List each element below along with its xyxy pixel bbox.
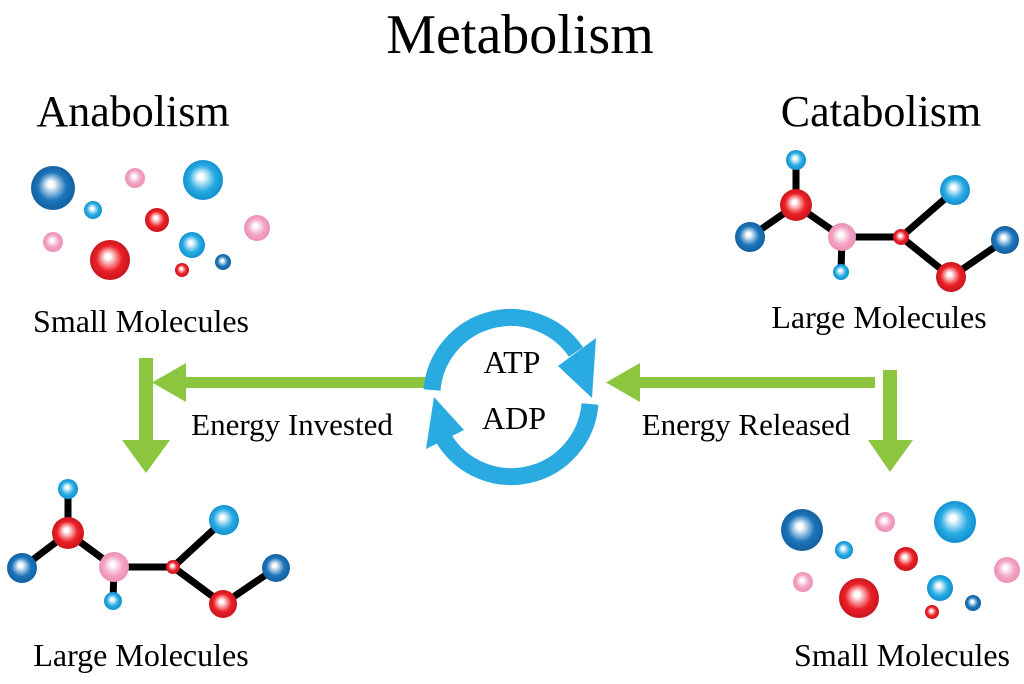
atp-label: ATP [483,344,541,380]
catabolism-end-label: Small Molecules [794,637,1010,673]
red-molecule-sphere [894,547,918,571]
cycle-arc-bottom [436,403,599,486]
cyan-molecule-sphere [84,201,102,219]
anabolism-heading: Anabolism [36,87,230,136]
energy-arrows [122,358,913,473]
red-molecule-sphere [936,262,966,292]
red-molecule-sphere [780,189,812,221]
diagram-title: Metabolism [386,4,654,66]
blue-molecule-sphere [781,509,823,551]
red-molecule-sphere [925,605,939,619]
energy-released-label: Energy Released [641,407,851,442]
energy-invested-label: Energy Invested [191,407,393,442]
anabolism-start-label: Small Molecules [33,303,249,339]
pink-molecule-sphere [793,572,813,592]
cycle-arc-top [423,309,584,391]
cycle-arrowhead-right [558,338,596,398]
red-molecule-sphere [145,208,169,232]
red-molecule-sphere [893,229,909,245]
cyan-molecule-sphere [835,541,853,559]
cyan-molecule-sphere [104,592,122,610]
blue-molecule-sphere [991,226,1019,254]
cyan-molecule-sphere [58,479,78,499]
energy-invested-arrow [152,363,433,402]
catabolism-start-label: Large Molecules [771,299,987,335]
cyan-molecule-sphere [209,505,239,535]
blue-molecule-sphere [215,254,231,270]
atp-adp-cycle-arrows [423,309,599,486]
anabolism-small-molecules-cluster [31,160,270,280]
red-molecule-sphere [839,578,879,618]
red-molecule-sphere [52,517,84,549]
cyan-molecule-sphere [179,232,205,258]
cyan-molecule-sphere [927,575,953,601]
catabolism-large-molecule [735,150,1019,292]
cyan-molecule-sphere [940,175,970,205]
blue-molecule-sphere [31,166,75,210]
cycle-arrowhead-left [426,397,464,449]
energy-released-arrow [606,363,875,402]
cyan-molecule-sphere [934,501,976,543]
blue-molecule-sphere [262,554,290,582]
pink-molecule-sphere [994,557,1020,583]
catabolism-heading: Catabolism [780,87,982,136]
cyan-molecule-sphere [833,264,849,280]
cyan-molecule-sphere [183,160,223,200]
adp-label: ADP [481,400,547,436]
pink-molecule-sphere [125,168,145,188]
red-molecule-sphere [175,263,189,277]
anabolism-large-molecule [7,479,290,618]
blue-molecule-sphere [7,553,37,583]
red-molecule-sphere [209,590,237,618]
catabolism-down-arrow [868,370,913,472]
anabolism-down-arrow [122,358,170,473]
blue-molecule-sphere [735,222,765,252]
red-molecule-sphere [90,240,130,280]
pink-molecule-sphere [828,223,856,251]
pink-molecule-sphere [875,512,895,532]
anabolism-end-label: Large Molecules [33,637,249,673]
red-molecule-sphere [166,560,180,574]
blue-molecule-sphere [965,595,981,611]
cyan-molecule-sphere [786,150,806,170]
pink-molecule-sphere [244,215,270,241]
catabolism-small-molecules-cluster [781,501,1020,619]
pink-molecule-sphere [99,552,129,582]
pink-molecule-sphere [43,232,63,252]
